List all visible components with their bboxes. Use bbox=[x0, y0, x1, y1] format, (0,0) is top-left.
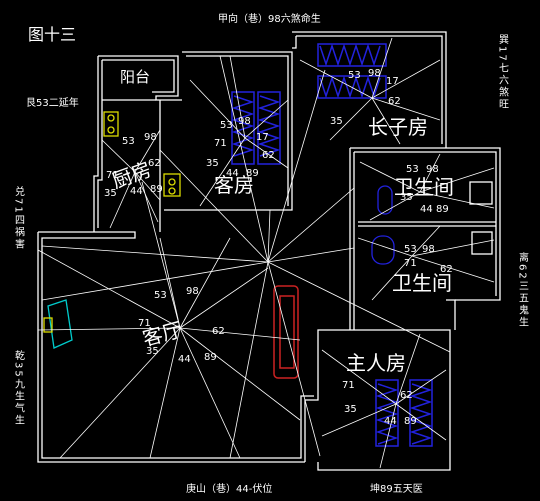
guest-numbers: 53 98 71 17 62 35 44 89 bbox=[206, 116, 275, 179]
toilet-bottom-numbers: 53 98 71 62 bbox=[404, 244, 453, 275]
master-n71: 71 bbox=[342, 380, 355, 391]
guest-n89: 89 bbox=[246, 168, 259, 179]
toilet-bottom-rays bbox=[357, 225, 495, 301]
son-n35: 35 bbox=[330, 116, 343, 127]
tv-cabinet bbox=[43, 299, 73, 349]
toilet-top-rays bbox=[359, 153, 495, 221]
toilet-top-numbers: 53 98 35 44 89 bbox=[400, 164, 449, 215]
living-n71: 71 bbox=[138, 318, 151, 329]
toilet-top-n53: 53 bbox=[406, 164, 419, 175]
direction-rays bbox=[37, 37, 495, 469]
son-n53: 53 bbox=[348, 70, 361, 81]
guest-rays bbox=[189, 55, 289, 207]
room-guest-label: 客房 bbox=[214, 173, 254, 197]
guest-n71: 71 bbox=[214, 138, 227, 149]
edge-bottom-left-label: 庚山（巷）44-伏位 bbox=[186, 482, 272, 495]
centre-rays bbox=[41, 55, 451, 459]
master-rays bbox=[321, 333, 447, 469]
room-toilet-bottom-label: 卫生间 bbox=[392, 271, 452, 295]
master-n62: 62 bbox=[400, 390, 413, 401]
toilet-fixtures bbox=[371, 185, 395, 265]
master-n35: 35 bbox=[344, 404, 357, 415]
kitchen-numbers: 53 98 62 35 44 89 71 bbox=[104, 132, 163, 199]
room-toilet-top-label: 卫生间 bbox=[394, 175, 454, 199]
guest-n44: 44 bbox=[226, 168, 239, 179]
living-n62: 62 bbox=[212, 326, 225, 337]
edge-left-mid-label: 兑71四祸害 bbox=[13, 185, 25, 251]
son-n62: 62 bbox=[388, 96, 401, 107]
kitchen-sinks bbox=[103, 111, 181, 197]
living-numbers: 53 98 71 62 35 44 89 bbox=[138, 286, 225, 365]
living-n35: 35 bbox=[146, 346, 159, 357]
kitchen-n71: 71 bbox=[106, 170, 119, 181]
guest-n62: 62 bbox=[262, 150, 275, 161]
figure-label: 图十三 bbox=[28, 25, 76, 44]
guest-n98: 98 bbox=[238, 116, 251, 127]
master-n89: 89 bbox=[404, 416, 417, 427]
son-numbers: 53 98 17 62 35 bbox=[330, 68, 401, 127]
toilet-top-n89: 89 bbox=[436, 204, 449, 215]
edge-right-mid-label: 离62三五鬼生 bbox=[517, 251, 529, 329]
toilet-top-n98: 98 bbox=[426, 164, 439, 175]
kitchen-n62: 62 bbox=[148, 158, 161, 169]
son-rays bbox=[299, 37, 441, 145]
edge-left-upper-label: 艮53二延年 bbox=[26, 96, 79, 109]
kitchen-rays bbox=[101, 129, 161, 229]
kitchen-n98: 98 bbox=[144, 132, 157, 143]
toilet-bottom-n62: 62 bbox=[440, 264, 453, 275]
toilet-top-n35: 35 bbox=[400, 192, 413, 203]
edge-top-label: 甲向（巷）98六煞命生 bbox=[218, 12, 321, 25]
living-n44: 44 bbox=[178, 354, 191, 365]
living-rays bbox=[37, 181, 301, 459]
master-numbers: 71 62 35 44 89 bbox=[342, 380, 417, 427]
edge-bottom-right-label: 坤89五天医 bbox=[370, 482, 423, 495]
kitchen-n44: 44 bbox=[130, 186, 143, 197]
sofa bbox=[273, 285, 299, 379]
toilet-top-n44: 44 bbox=[420, 204, 433, 215]
toilet-bottom-n53: 53 bbox=[404, 244, 417, 255]
living-n53: 53 bbox=[154, 290, 167, 301]
guest-n17: 17 bbox=[256, 132, 269, 143]
son-n98: 98 bbox=[368, 68, 381, 79]
toilet-bottom-n71: 71 bbox=[404, 258, 417, 269]
kitchen-n35: 35 bbox=[104, 188, 117, 199]
edge-left-low-label: 乾35九生气生 bbox=[13, 349, 25, 427]
kitchen-n53: 53 bbox=[122, 136, 135, 147]
edge-right-top-label: 巽17七六煞旺 bbox=[497, 34, 509, 111]
living-n98: 98 bbox=[186, 286, 199, 297]
master-n44: 44 bbox=[384, 416, 397, 427]
guest-n35: 35 bbox=[206, 158, 219, 169]
son-n17: 17 bbox=[386, 76, 399, 87]
toilet-bottom-n98: 98 bbox=[422, 244, 435, 255]
living-n89: 89 bbox=[204, 352, 217, 363]
guest-n53: 53 bbox=[220, 120, 233, 131]
kitchen-n89: 89 bbox=[150, 184, 163, 195]
room-balcony-label: 阳台 bbox=[120, 68, 150, 86]
room-master-label: 主人房 bbox=[346, 351, 406, 375]
room-son-label: 长子房 bbox=[368, 115, 428, 139]
